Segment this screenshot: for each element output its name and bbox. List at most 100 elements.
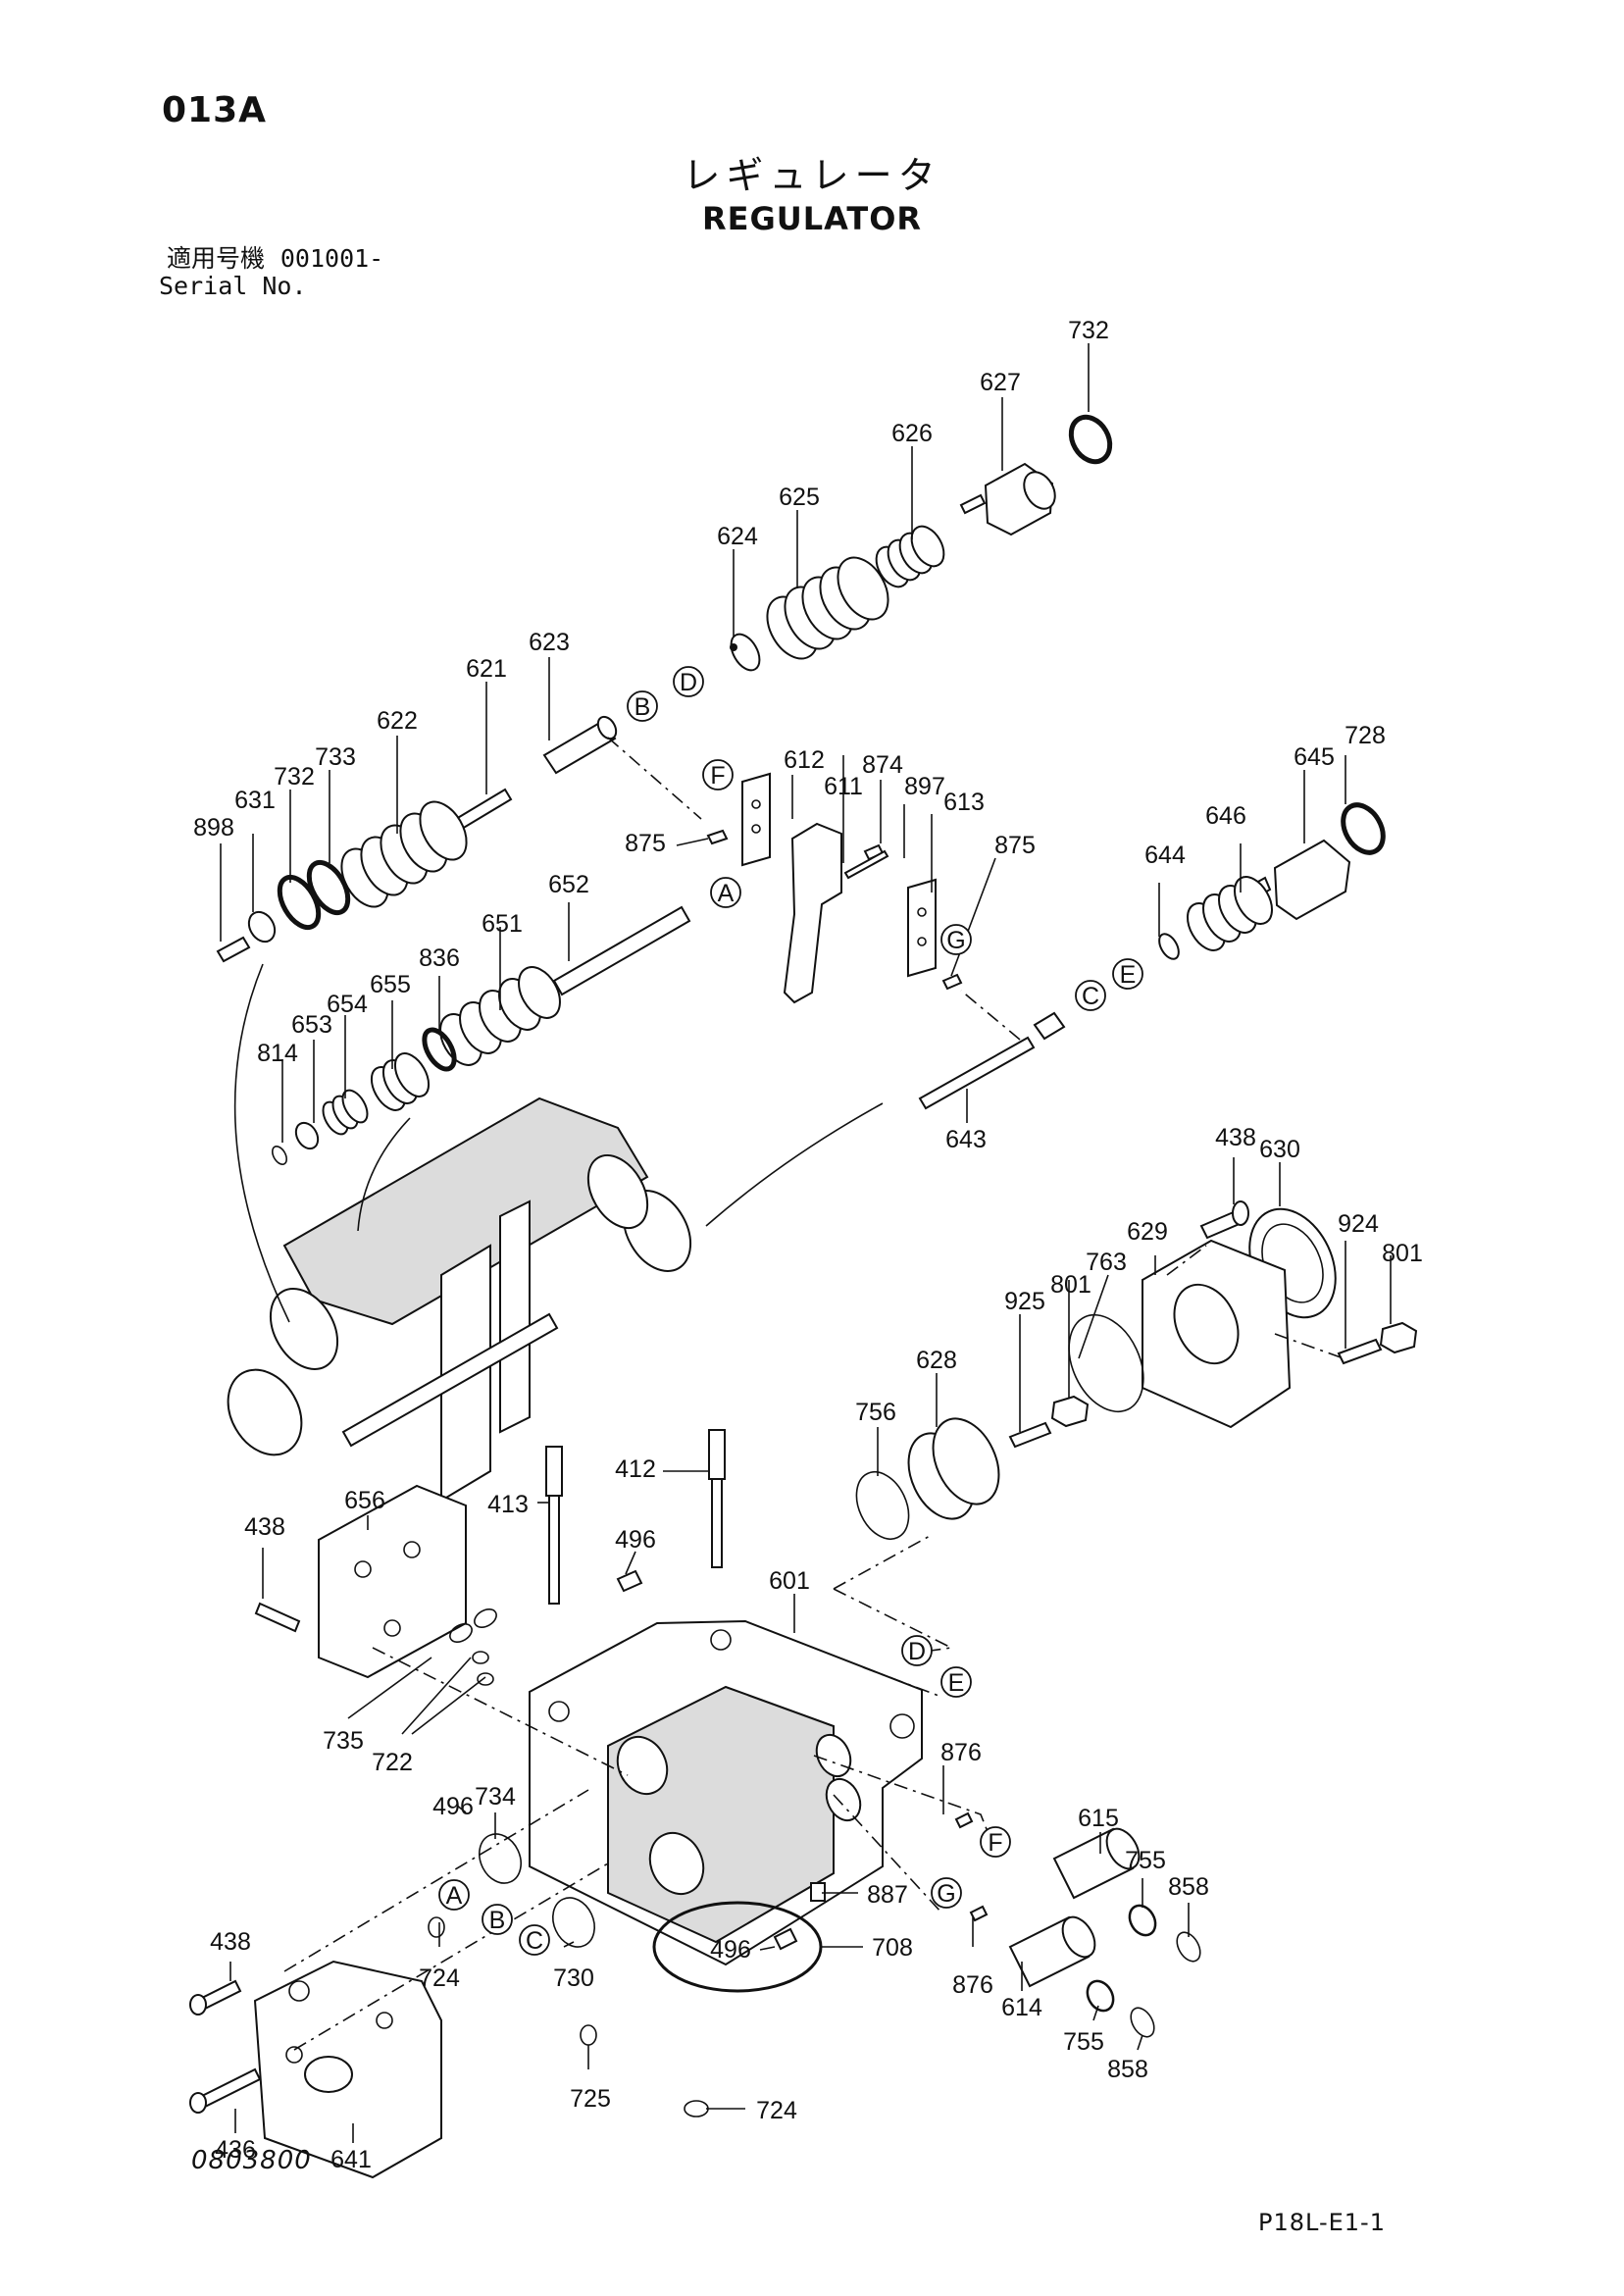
part-label: 630 (1259, 1136, 1300, 1163)
part-label: 438 (244, 1513, 285, 1541)
part-label: 836 (419, 944, 460, 972)
part-label: 755 (1063, 2028, 1104, 2056)
svg-text:G: G (946, 927, 965, 954)
part-label: 887 (867, 1881, 908, 1909)
part-label: 722 (372, 1749, 413, 1776)
connector-f-low: F (980, 1826, 1011, 1858)
connector-b-top: B (627, 690, 658, 722)
leader-lines (220, 343, 1392, 2143)
part-label: 725 (570, 2085, 611, 2113)
connector-f-top: F (702, 759, 734, 791)
part-label: 655 (370, 971, 411, 998)
part-label: 644 (1144, 842, 1186, 869)
connector-c-low: C (519, 1924, 550, 1956)
part-label: 814 (257, 1040, 298, 1067)
part-label: 858 (1107, 2056, 1148, 2083)
part-label: 643 (945, 1126, 987, 1153)
part-label: 653 (291, 1011, 332, 1039)
part-label: 646 (1205, 802, 1246, 830)
parts-drawing (189, 414, 1418, 2179)
svg-text:D: D (680, 669, 697, 696)
part-label: 625 (779, 484, 820, 511)
part-label: 641 (330, 2146, 372, 2173)
part-label: 874 (862, 751, 903, 779)
part-label: 612 (784, 746, 825, 774)
svg-text:G: G (937, 1880, 955, 1908)
part-label: 651 (482, 910, 523, 938)
part-label: 724 (756, 2097, 797, 2124)
part-label: 732 (274, 763, 315, 791)
svg-text:E: E (1120, 961, 1137, 989)
svg-text:D: D (908, 1638, 926, 1665)
part-label: 652 (548, 871, 589, 898)
part-label: 756 (855, 1399, 896, 1426)
serial-block: 適用号機 001001- Serial No. (159, 245, 383, 300)
svg-text:C: C (526, 1927, 543, 1955)
part-label: 897 (904, 773, 945, 800)
part-label: 436 (215, 2136, 256, 2164)
part-label: 621 (466, 655, 507, 683)
part-label: 898 (193, 814, 234, 842)
part-label: 763 (1086, 1249, 1127, 1276)
part-label: 733 (315, 743, 356, 771)
part-label: 496 (710, 1936, 751, 1964)
svg-text:F: F (710, 762, 725, 790)
svg-text:F: F (988, 1829, 1002, 1857)
part-number-labels: 732 627 626 625 624 623 621 622 733 732 … (193, 317, 1423, 2173)
part-label: 708 (872, 1934, 913, 1962)
part-label: 645 (1294, 743, 1335, 771)
svg-text:E: E (948, 1669, 965, 1697)
connector-d-mid: D (901, 1635, 933, 1666)
drawing-number: 0803800 (191, 2146, 312, 2175)
part-label: 876 (952, 1971, 993, 1999)
title-english: REGULATOR (701, 200, 923, 237)
connector-markers: B D F A G C E D E F G A B C (438, 666, 1143, 1956)
part-label: 875 (625, 830, 666, 857)
part-label: 438 (1215, 1124, 1256, 1151)
part-label: 438 (210, 1928, 251, 1956)
part-label: 614 (1001, 1994, 1042, 2021)
svg-text:B: B (489, 1907, 506, 1934)
part-label: 734 (475, 1783, 516, 1811)
connector-d-top: D (673, 666, 704, 697)
page-code: 013A (162, 90, 268, 130)
serial-label-jp: 適用号機 (166, 244, 265, 273)
part-label: 875 (994, 832, 1036, 859)
part-label: 735 (323, 1727, 364, 1755)
connector-e-top: E (1112, 958, 1143, 990)
part-label: 496 (615, 1526, 656, 1554)
connector-c-top: C (1075, 980, 1106, 1011)
part-label: 755 (1125, 1847, 1166, 1874)
part-label: 615 (1078, 1805, 1119, 1832)
svg-text:A: A (718, 880, 735, 907)
part-label: 656 (344, 1487, 385, 1514)
part-label: 858 (1168, 1873, 1209, 1901)
svg-text:B: B (634, 693, 651, 721)
part-label: 613 (943, 789, 985, 816)
part-label: 627 (980, 369, 1021, 396)
part-label: 925 (1004, 1288, 1045, 1315)
part-label: 623 (529, 629, 570, 656)
part-label: 413 (487, 1491, 529, 1518)
part-label: 730 (553, 1964, 594, 1992)
part-label: 611 (824, 773, 863, 800)
connector-e-mid: E (940, 1666, 972, 1698)
part-label: 629 (1127, 1218, 1168, 1246)
connector-b-low: B (482, 1904, 513, 1935)
part-label: 622 (377, 707, 418, 735)
part-label: 924 (1338, 1210, 1379, 1238)
serial-label-en: Serial No. (159, 272, 307, 300)
part-label: 624 (717, 523, 758, 550)
svg-text:A: A (446, 1882, 463, 1910)
part-label: 626 (891, 420, 933, 447)
part-label: 724 (419, 1964, 460, 1992)
svg-text:C: C (1082, 983, 1099, 1010)
connector-g-low: G (931, 1877, 962, 1909)
title-japanese: レギュレータ (683, 154, 941, 197)
part-label: 601 (769, 1567, 810, 1595)
part-label: 412 (615, 1455, 656, 1483)
connector-g-top: G (940, 924, 972, 955)
part-label: 628 (916, 1347, 957, 1374)
part-label: 654 (327, 991, 368, 1018)
